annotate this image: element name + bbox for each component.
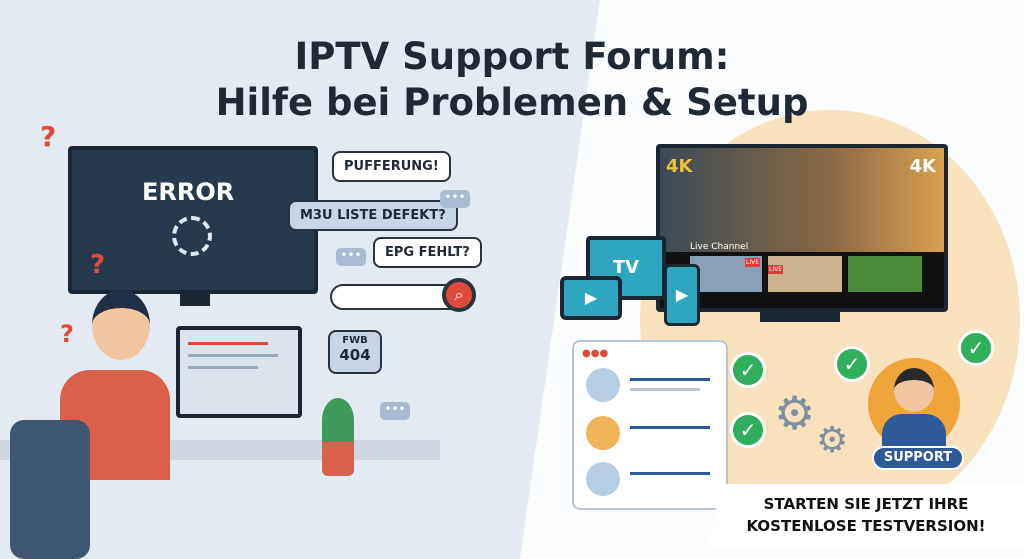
text-line — [188, 342, 268, 345]
page-title: IPTV Support Forum:Hilfe bei Problemen &… — [0, 34, 1024, 126]
error-404-bubble: FWB 404 — [328, 330, 382, 374]
question-mark-icon: ? — [40, 120, 57, 153]
forum-window: ●●● — [572, 340, 728, 510]
live-badge: LIVE — [744, 258, 760, 267]
post-line — [630, 378, 710, 381]
post-line — [630, 426, 710, 429]
chair — [10, 420, 90, 559]
error-code: 404 — [339, 346, 371, 364]
bubble-epg: EPG FEHLT? — [373, 237, 482, 268]
movie-poster — [660, 148, 944, 252]
chat-dots-icon: ••• — [440, 190, 470, 208]
tablet-play-icon: ▶ — [560, 276, 622, 320]
bubble-pufferung: PUFFERUNG! — [332, 151, 451, 182]
avatar — [586, 368, 620, 402]
plant-pot — [322, 440, 354, 476]
desk-monitor — [176, 326, 302, 418]
chat-dots-icon: ••• — [336, 248, 366, 266]
channel-thumb[interactable]: LIVE — [690, 256, 762, 292]
avatar — [586, 416, 620, 450]
error-code-label: FWB — [342, 335, 368, 346]
agent-head — [894, 368, 934, 412]
loading-spinner-icon — [172, 216, 212, 256]
cta-banner[interactable]: STARTEN SIE JETZT IHRE KOSTENLOSE TESTVE… — [708, 484, 1024, 546]
question-mark-icon: ? — [60, 320, 74, 348]
error-monitor: ERROR — [68, 146, 318, 294]
channel-thumb[interactable] — [848, 256, 922, 292]
cta-line-2: KOSTENLOSE TESTVERSION! — [746, 517, 986, 535]
check-icon: ✓ — [730, 352, 766, 388]
4k-badge: 4K — [909, 156, 936, 177]
avatar — [586, 462, 620, 496]
main-tv: 4K 4K Live Channel LIVE LIVE — [656, 144, 948, 312]
phone-play-icon: ▶ — [664, 264, 700, 326]
support-agent-avatar — [868, 358, 960, 450]
channel-thumb[interactable]: LIVE — [768, 256, 842, 292]
chat-dots-icon: ••• — [380, 402, 410, 420]
question-mark-icon: ? — [90, 250, 106, 280]
post-line — [630, 472, 710, 475]
check-icon: ✓ — [730, 412, 766, 448]
small-tv-label: TV — [612, 257, 640, 278]
error-text: ERROR — [142, 178, 235, 206]
cta-line-1: STARTEN SIE JETZT IHRE — [763, 495, 969, 513]
support-badge: SUPPORT — [872, 446, 964, 470]
4k-badge: 4K — [666, 156, 693, 177]
monitor-stand — [180, 294, 210, 306]
search-icon[interactable]: ⌕ — [442, 278, 476, 312]
person-head — [92, 290, 150, 360]
agent-body — [882, 414, 946, 450]
post-line — [630, 388, 700, 391]
text-line — [188, 366, 258, 369]
tv-stand — [760, 312, 840, 322]
gear-icon: ⚙ — [816, 420, 849, 461]
plant-leaves — [322, 398, 354, 442]
gear-icon: ⚙ — [774, 386, 816, 440]
bubble-m3u: M3U LISTE DEFEKT? — [288, 200, 458, 231]
title-line-1: IPTV Support Forum: — [294, 35, 730, 78]
live-badge: LIVE — [768, 265, 784, 274]
text-line — [188, 354, 278, 357]
live-channel-label: Live Channel — [690, 242, 749, 252]
window-dots-icon: ●●● — [582, 348, 609, 359]
check-icon: ✓ — [958, 330, 994, 366]
title-line-2: Hilfe bei Problemen & Setup — [215, 81, 809, 124]
check-icon: ✓ — [834, 346, 870, 382]
